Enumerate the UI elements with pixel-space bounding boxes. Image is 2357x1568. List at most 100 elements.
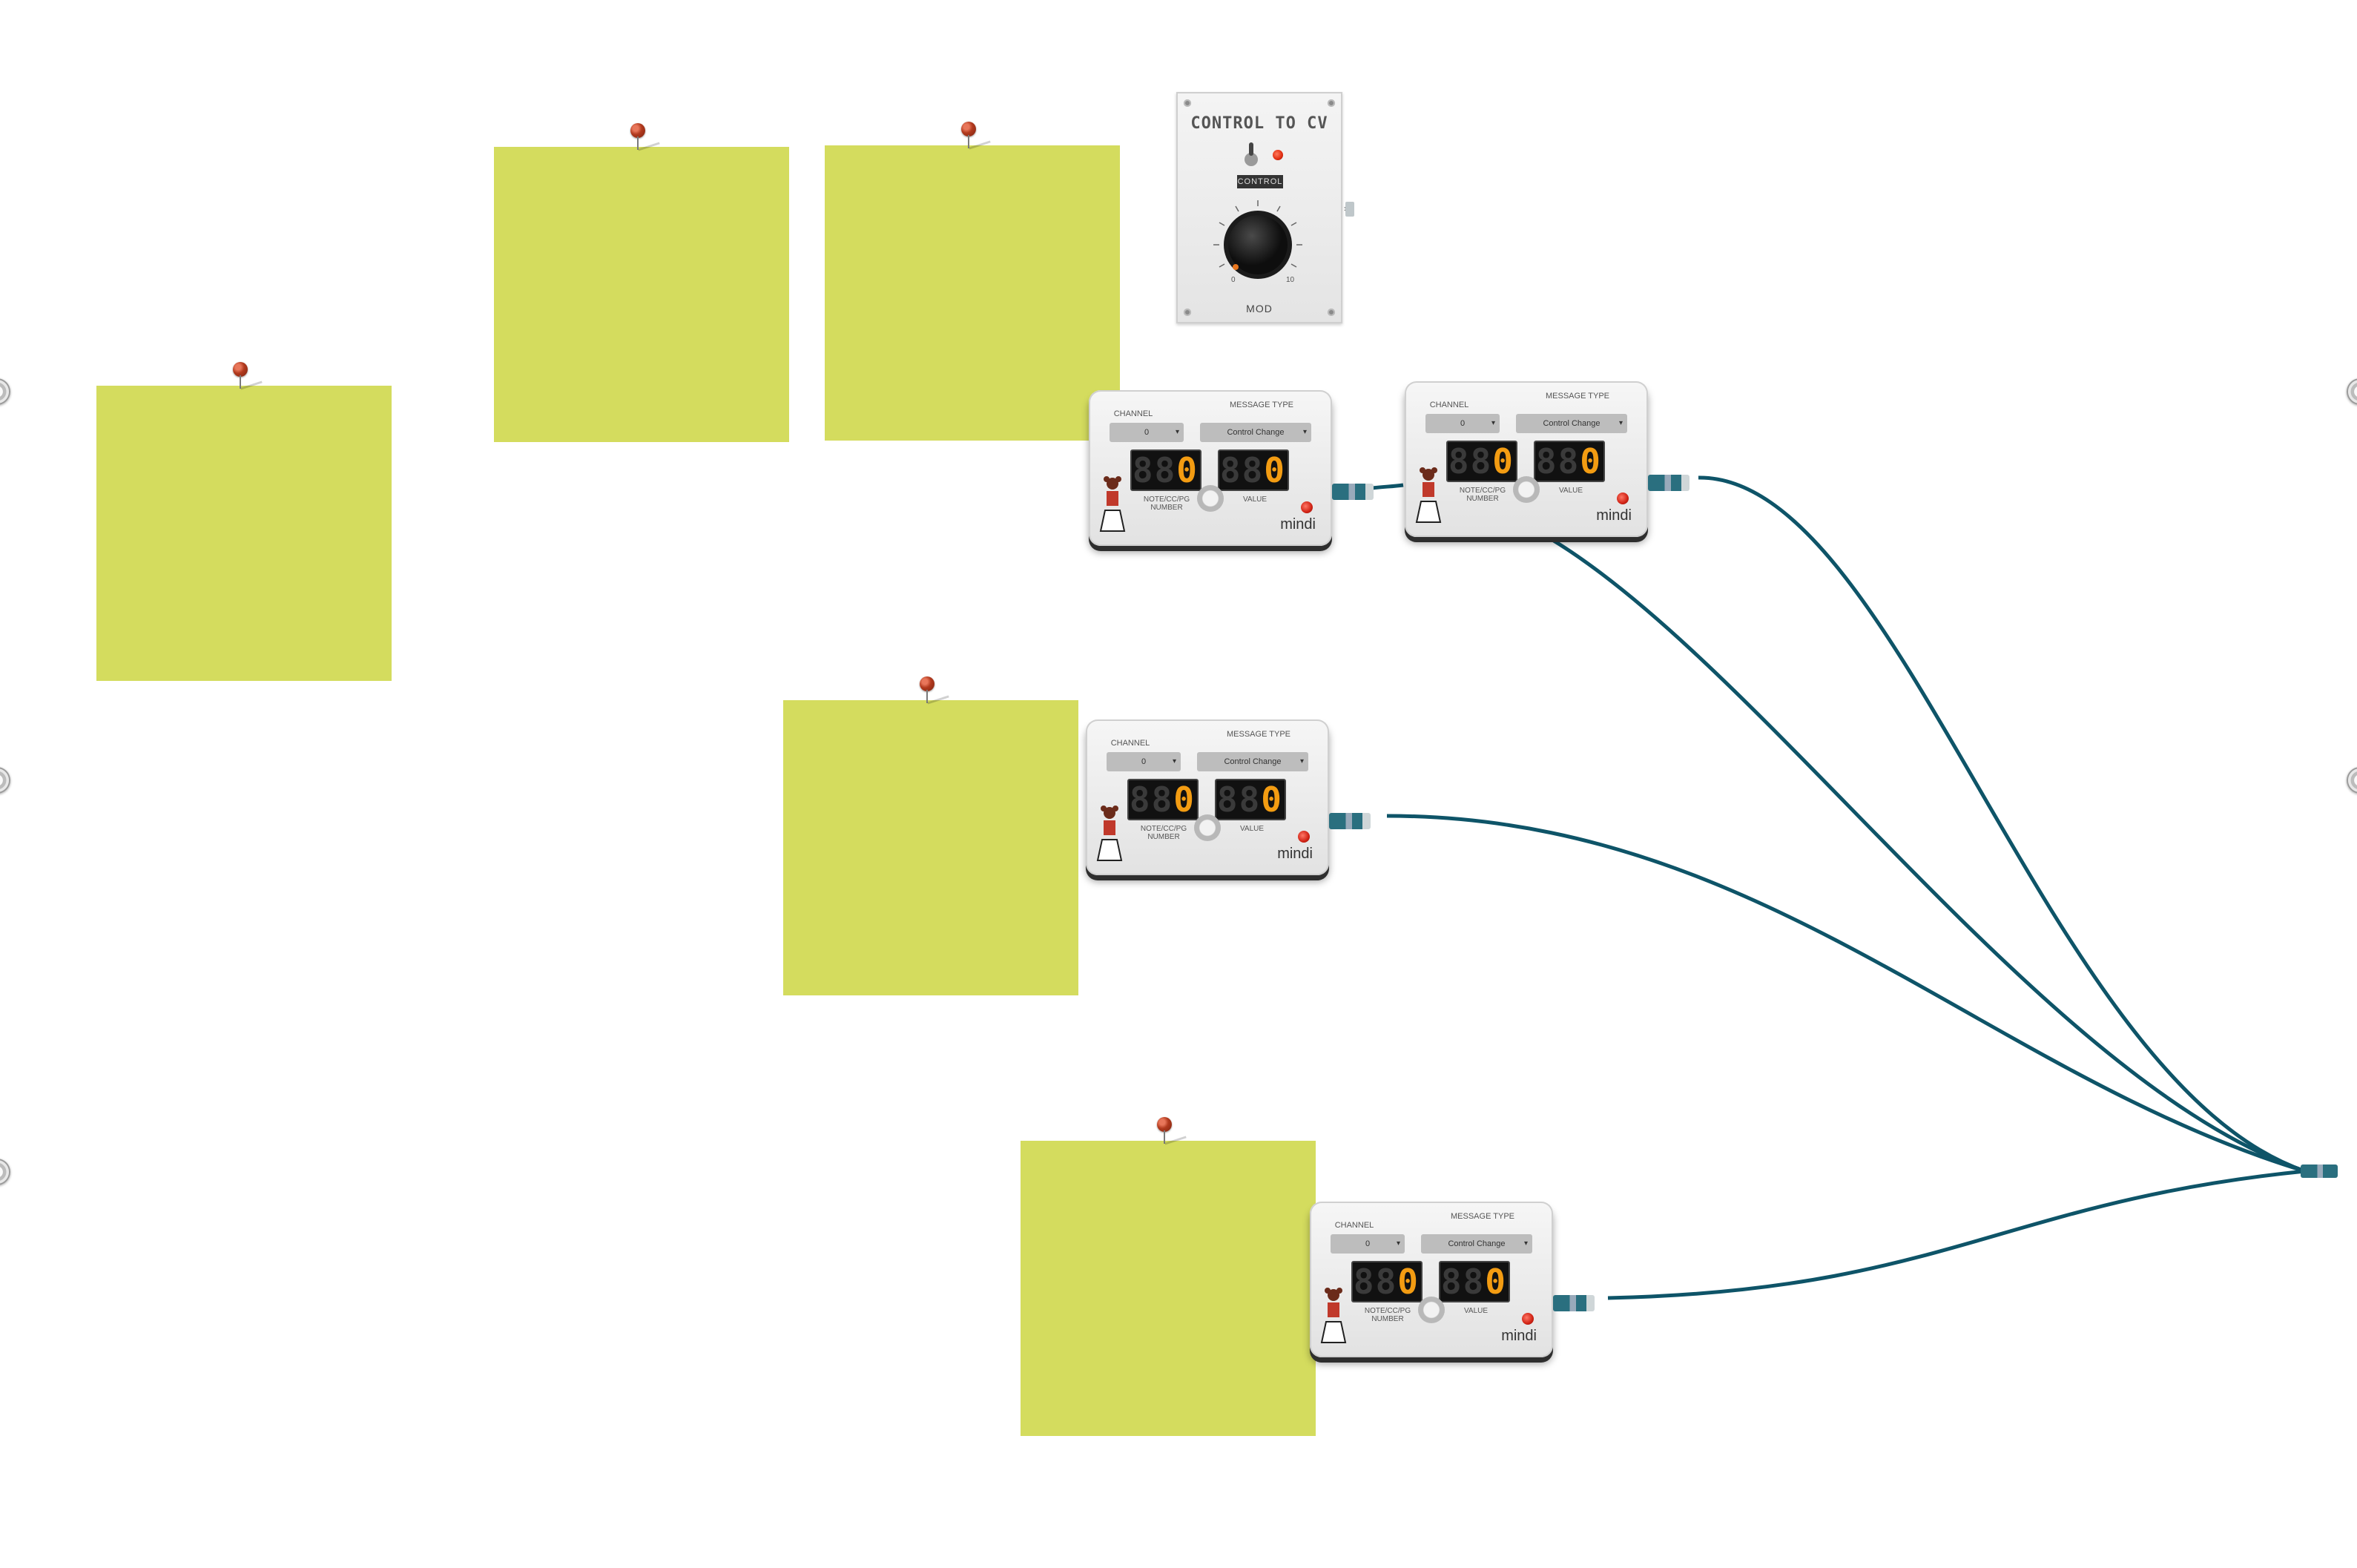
message-type-label: MESSAGE TYPE bbox=[1230, 401, 1293, 409]
mindi-module[interactable]: CHANNEL MESSAGE TYPE 0▾ Control Change▾ … bbox=[1086, 719, 1371, 875]
footswitch[interactable] bbox=[1513, 476, 1540, 503]
value-label: VALUE bbox=[1463, 1307, 1489, 1315]
mindi-logo: mindi bbox=[1596, 507, 1632, 524]
value-label: VALUE bbox=[1239, 825, 1265, 833]
sticky-note[interactable] bbox=[825, 122, 1120, 441]
channel-select[interactable]: 0▾ bbox=[1110, 423, 1184, 442]
mascot-icon bbox=[1320, 1288, 1347, 1343]
cable-mindi-4-to-system-out[interactable] bbox=[1607, 1169, 2306, 1300]
mindi-logo: mindi bbox=[1280, 516, 1316, 533]
sticky-note[interactable] bbox=[1021, 1117, 1316, 1436]
dropdown-arrow-icon: ▾ bbox=[1299, 757, 1304, 765]
channel-label: CHANNEL bbox=[1110, 739, 1150, 748]
port-connector-icon bbox=[2347, 767, 2357, 794]
channel-select[interactable]: 0▾ bbox=[1425, 414, 1500, 433]
push-pin-icon bbox=[1157, 1117, 1201, 1154]
mascot-icon bbox=[1415, 467, 1442, 523]
port-connector-icon bbox=[0, 1159, 10, 1185]
cv-output-port[interactable] bbox=[1345, 202, 1354, 217]
dropdown-arrow-icon: ▾ bbox=[1172, 757, 1176, 765]
mod-logo: MOD bbox=[1246, 303, 1273, 314]
sticky-note[interactable] bbox=[96, 362, 392, 681]
mascot-icon bbox=[1099, 476, 1126, 532]
channel-select[interactable]: 0▾ bbox=[1107, 752, 1181, 771]
cable-mindi-2-body-to-system-out[interactable] bbox=[1549, 536, 2306, 1173]
message-type-label: MESSAGE TYPE bbox=[1227, 730, 1290, 739]
control-knob[interactable] bbox=[1210, 197, 1305, 292]
channel-label: CHANNEL bbox=[1334, 1221, 1374, 1230]
channel-label: CHANNEL bbox=[1429, 401, 1469, 409]
port-connector-icon bbox=[0, 767, 10, 794]
system-input-port-3[interactable] bbox=[0, 1151, 10, 1196]
mindi-module[interactable]: CHANNEL MESSAGE TYPE 0▾ Control Change▾ … bbox=[1405, 381, 1690, 537]
mindi-module[interactable]: CHANNEL MESSAGE TYPE 0▾ Control Change▾ … bbox=[1310, 1202, 1595, 1357]
control-to-cv-plugin[interactable]: CONTROL TO CV CONTROL 0 10 MOD ››› bbox=[1176, 92, 1354, 323]
system-output-jack[interactable] bbox=[2301, 1160, 2357, 1182]
midi-output-jack[interactable] bbox=[1329, 813, 1371, 829]
screw-icon bbox=[1328, 309, 1335, 316]
number-label: NOTE/CC/PG NUMBER bbox=[1140, 825, 1187, 841]
number-label: NOTE/CC/PG NUMBER bbox=[1364, 1307, 1411, 1323]
knob-scale-max: 10 bbox=[1286, 276, 1295, 284]
push-pin-icon bbox=[233, 362, 277, 399]
bypass-toggle-switch[interactable] bbox=[1243, 142, 1259, 166]
knob-scale-min: 0 bbox=[1231, 276, 1236, 284]
screw-icon bbox=[1184, 99, 1191, 107]
push-pin-icon bbox=[920, 676, 964, 714]
message-type-select[interactable]: Control Change▾ bbox=[1197, 752, 1308, 771]
system-input-port-1[interactable] bbox=[0, 371, 10, 415]
dropdown-arrow-icon: ▾ bbox=[1175, 428, 1179, 436]
footswitch[interactable] bbox=[1194, 814, 1221, 841]
status-led-icon bbox=[1617, 493, 1629, 504]
system-output-port-1[interactable] bbox=[2347, 371, 2357, 415]
value-label: VALUE bbox=[1242, 495, 1267, 504]
push-pin-icon bbox=[961, 122, 1006, 159]
cable-mindi-3-to-system-out[interactable] bbox=[1386, 814, 2306, 1173]
message-type-select[interactable]: Control Change▾ bbox=[1200, 423, 1311, 442]
screw-icon bbox=[1184, 309, 1191, 316]
status-led-icon bbox=[1273, 150, 1283, 160]
sticky-note[interactable] bbox=[494, 123, 789, 442]
dropdown-arrow-icon: ▾ bbox=[1523, 1239, 1528, 1248]
status-led-icon bbox=[1301, 501, 1313, 513]
message-type-select[interactable]: Control Change▾ bbox=[1516, 414, 1627, 433]
push-pin-icon bbox=[630, 123, 675, 160]
sticky-note[interactable] bbox=[783, 676, 1078, 995]
status-led-icon bbox=[1522, 1313, 1534, 1325]
screw-icon bbox=[1328, 99, 1335, 107]
number-label: NOTE/CC/PG NUMBER bbox=[1143, 495, 1190, 512]
mindi-logo: mindi bbox=[1277, 846, 1313, 862]
dropdown-arrow-icon: ▾ bbox=[1618, 419, 1623, 427]
dropdown-arrow-icon: ▾ bbox=[1491, 419, 1495, 427]
plugin-title: CONTROL TO CV bbox=[1190, 114, 1328, 133]
dropdown-arrow-icon: ▾ bbox=[1396, 1239, 1400, 1248]
midi-output-jack[interactable] bbox=[1332, 484, 1374, 500]
system-input-port-2[interactable] bbox=[0, 760, 10, 804]
message-type-select[interactable]: Control Change▾ bbox=[1421, 1234, 1532, 1254]
mindi-module[interactable]: CHANNEL MESSAGE TYPE 0▾ Control Change▾ … bbox=[1089, 390, 1374, 546]
footswitch[interactable] bbox=[1197, 485, 1224, 512]
port-connector-icon bbox=[0, 378, 10, 405]
footswitch[interactable] bbox=[1418, 1297, 1445, 1323]
cable-mindi-1-to-mindi-2[interactable] bbox=[1371, 483, 1404, 490]
mascot-icon bbox=[1096, 806, 1123, 861]
channel-select[interactable]: 0▾ bbox=[1331, 1234, 1405, 1254]
mindi-logo: mindi bbox=[1501, 1328, 1537, 1344]
cable-mindi-2-to-system-out[interactable] bbox=[1698, 475, 2306, 1173]
dropdown-arrow-icon: ▾ bbox=[1302, 428, 1307, 436]
midi-output-jack[interactable] bbox=[1648, 475, 1690, 491]
midi-output-jack[interactable] bbox=[1553, 1295, 1595, 1311]
system-output-port-2[interactable] bbox=[2347, 760, 2357, 804]
knob-indicator-icon bbox=[1233, 264, 1239, 270]
message-type-label: MESSAGE TYPE bbox=[1451, 1212, 1514, 1221]
message-type-label: MESSAGE TYPE bbox=[1546, 392, 1609, 401]
cable-plug-icon bbox=[2301, 1165, 2338, 1178]
